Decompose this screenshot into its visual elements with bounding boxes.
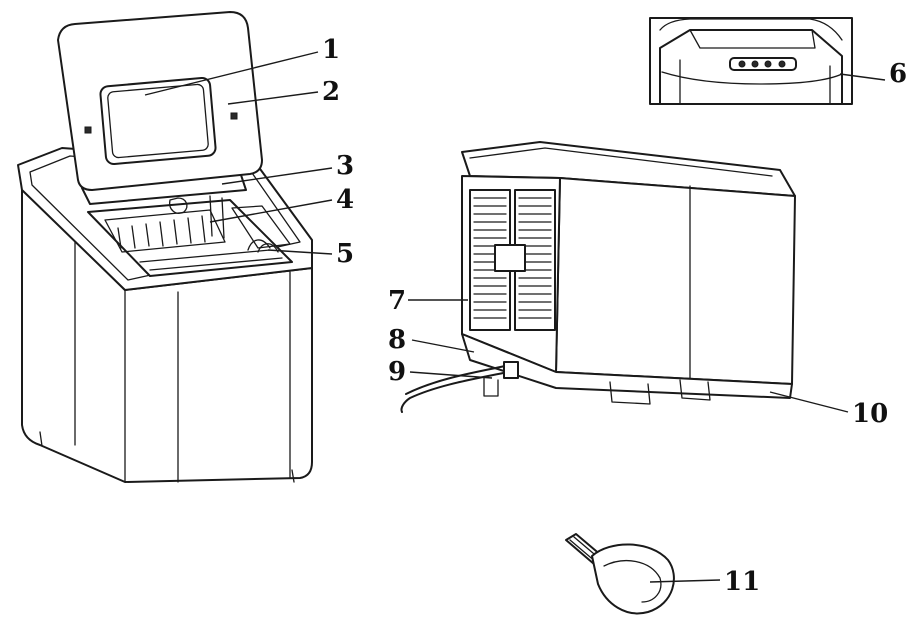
ventilation-grille [469,189,556,331]
ice-tray [231,205,291,249]
body-panel-lines [74,234,291,483]
rear-right-side [555,177,796,385]
rear-base [461,333,793,399]
power-cord [400,371,509,413]
callout-2: 2 [322,77,340,107]
lid-window [99,77,217,165]
callout-11: 11 [724,567,760,597]
lid-led-left [84,126,92,134]
callout-8: 8 [388,325,406,355]
control-panel-inset [649,17,853,105]
callout-1: 1 [322,35,340,65]
callout-7: 7 [388,286,406,316]
callout-10: 10 [852,399,888,429]
callout-leader-lines [144,51,886,583]
callout-labels: 1 2 3 4 5 6 7 8 9 10 11 [322,35,907,597]
rear-view-ice-maker [400,141,796,413]
front-view-ice-maker [17,11,313,483]
body-shell [21,167,313,483]
ice-scoop [565,533,675,615]
callout-6: 6 [889,59,907,89]
callout-9: 9 [388,357,406,387]
lid-led-right [230,112,238,120]
control-panel-buttons [729,57,797,71]
callout-3: 3 [336,151,354,181]
callout-4: 4 [336,185,354,215]
callout-5: 5 [336,239,354,269]
